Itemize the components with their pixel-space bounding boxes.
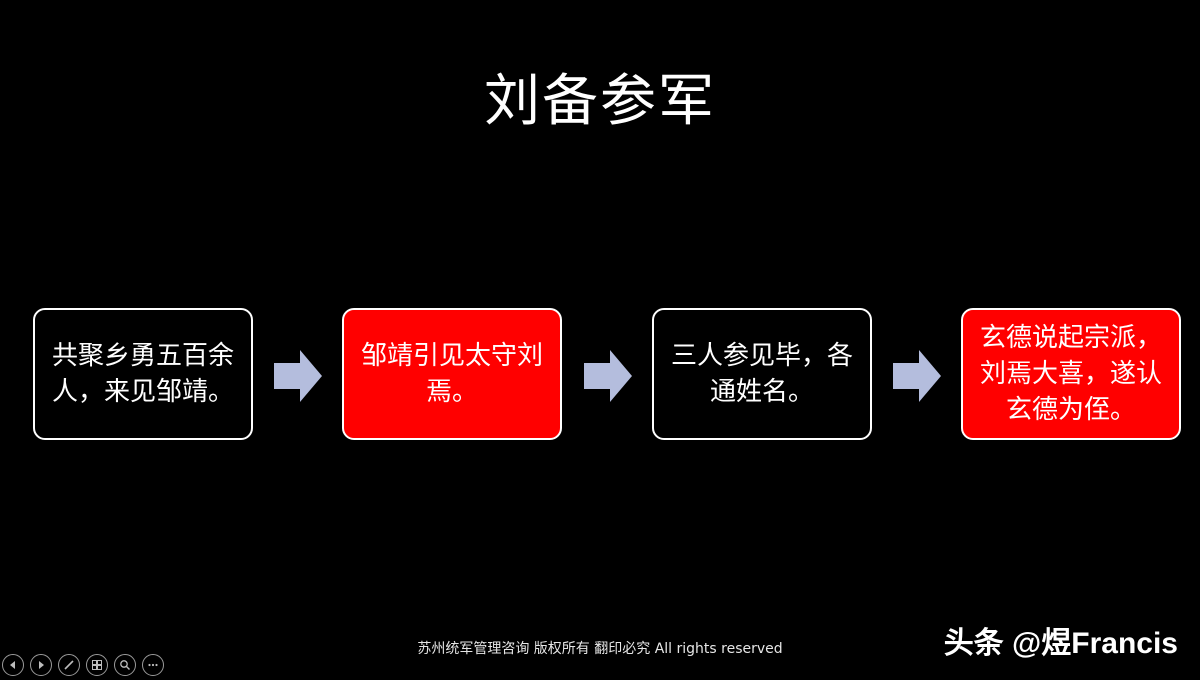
slide-title: 刘备参军 bbox=[484, 69, 716, 134]
see-all-slides-button[interactable] bbox=[86, 654, 108, 676]
flow-step-1-text: 共聚乡勇五百余人，来见邹靖。 bbox=[51, 341, 234, 407]
slideshow-toolbar bbox=[2, 654, 164, 676]
flow-step-3-text: 三人参见毕，各通姓名。 bbox=[670, 341, 853, 407]
flow-step-2: 邹靖引见太守刘焉。 bbox=[342, 308, 562, 440]
flow-step-3: 三人参见毕，各通姓名。 bbox=[652, 308, 872, 440]
zoom-icon bbox=[120, 660, 131, 671]
flow-arrow-3-icon bbox=[893, 350, 941, 402]
flow-arrow-2-icon bbox=[584, 350, 632, 402]
zoom-button[interactable] bbox=[114, 654, 136, 676]
pen-tool-button[interactable] bbox=[58, 654, 80, 676]
next-slide-button[interactable] bbox=[30, 654, 52, 676]
watermark: 头条 @煜Francis bbox=[943, 627, 1178, 660]
flow-arrow-1-icon bbox=[274, 350, 322, 402]
more-options-button[interactable] bbox=[142, 654, 164, 676]
previous-slide-button[interactable] bbox=[2, 654, 24, 676]
flow-step-1: 共聚乡勇五百余人，来见邹靖。 bbox=[33, 308, 253, 440]
flow-step-4: 玄德说起宗派，刘焉大喜，遂认玄德为侄。 bbox=[961, 308, 1181, 440]
slides-grid-icon bbox=[92, 660, 102, 670]
flow-step-4-text: 玄德说起宗派，刘焉大喜，遂认玄德为侄。 bbox=[979, 323, 1162, 425]
pen-icon bbox=[64, 660, 74, 670]
copyright-footer: 苏州统军管理咨询 版权所有 翻印必究 All rights reserved bbox=[417, 641, 783, 657]
flow-step-2-text: 邹靖引见太守刘焉。 bbox=[360, 341, 543, 407]
previous-arrow-icon bbox=[10, 661, 15, 669]
more-options-icon bbox=[148, 663, 158, 667]
next-arrow-icon bbox=[39, 661, 44, 669]
